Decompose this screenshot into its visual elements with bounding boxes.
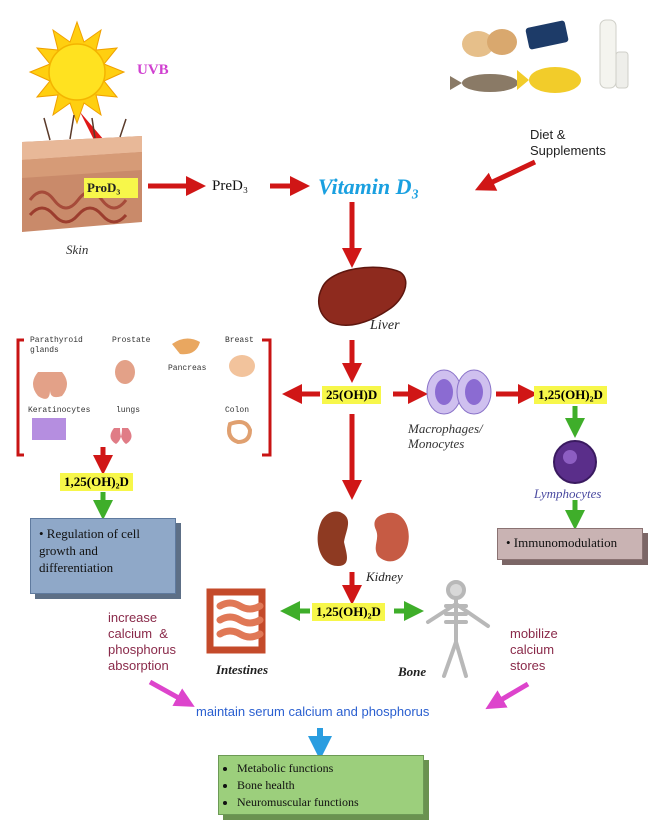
- skeleton-icon: [428, 582, 488, 676]
- intestines-label: Intestines: [216, 662, 268, 678]
- bone-label: Bone: [398, 664, 426, 680]
- prostate-label: Prostate: [112, 336, 150, 345]
- sun-icon: [30, 22, 124, 123]
- food-icon: [450, 20, 628, 93]
- 25ohd-label: 25(OH)D: [322, 386, 381, 404]
- function-item: Bone health: [237, 777, 415, 794]
- magenta-arrows: [150, 682, 528, 704]
- function-item: Neuromuscular functions: [237, 794, 415, 811]
- liver-label: Liver: [370, 318, 400, 334]
- kidney-label: Kidney: [366, 569, 403, 585]
- kidney-125ohd-label: 1,25(OH)₂D: [312, 603, 385, 621]
- macrophage-icon: [427, 370, 491, 414]
- breast-label: Breast: [225, 336, 254, 345]
- pred3-label: PreD₃: [212, 178, 248, 195]
- vitamin-d3-label: Vitamin D₃: [318, 174, 419, 200]
- diet-label: Diet & Supplements: [530, 127, 606, 159]
- pancreas-label: Pancreas: [168, 364, 206, 373]
- functions-list: Metabolic functions Bone health Neuromus…: [227, 760, 415, 811]
- skin-icon: [22, 115, 142, 232]
- function-item: Metabolic functions: [237, 760, 415, 777]
- colon-label: Colon: [225, 406, 249, 415]
- prod3-label: ProD₃: [87, 180, 120, 196]
- tissue-bracket-left: [18, 340, 24, 455]
- lymphocyte-icon: [554, 441, 596, 483]
- tissue-125ohd-label: 1,25(OH)₂D: [60, 473, 133, 491]
- skin-label: Skin: [66, 242, 88, 258]
- macrophages-label: Macrophages/ Monocytes: [408, 421, 483, 451]
- immunomodulation-text: • Immunomodulation: [506, 535, 634, 551]
- immune-125ohd-label: 1,25(OH)₂D: [534, 386, 607, 404]
- intestines-effect: increase calcium & phosphorus absorption: [108, 610, 176, 674]
- immunomodulation-box: • Immunomodulation: [497, 528, 643, 560]
- functions-box: Metabolic functions Bone health Neuromus…: [218, 755, 424, 815]
- tissue-bracket-right: [262, 340, 270, 455]
- serum-label: maintain serum calcium and phosphorus: [196, 704, 429, 719]
- parathyroid-label: Parathyroid glands: [30, 336, 83, 356]
- liver-icon: [319, 267, 406, 325]
- intestines-icon: [210, 592, 262, 650]
- cell-regulation-box: • Regulation of cell growth and differen…: [30, 518, 176, 594]
- uvb-label: UVB: [137, 62, 169, 79]
- lymphocytes-label: Lymphocytes: [534, 486, 601, 502]
- lungs-label: lungs: [116, 406, 140, 415]
- cell-regulation-text: • Regulation of cell growth and differen…: [39, 525, 167, 576]
- bone-effect: mobilize calcium stores: [510, 626, 558, 674]
- kidney-icon: [318, 511, 409, 566]
- keratinocytes-label: Keratinocytes: [28, 406, 90, 415]
